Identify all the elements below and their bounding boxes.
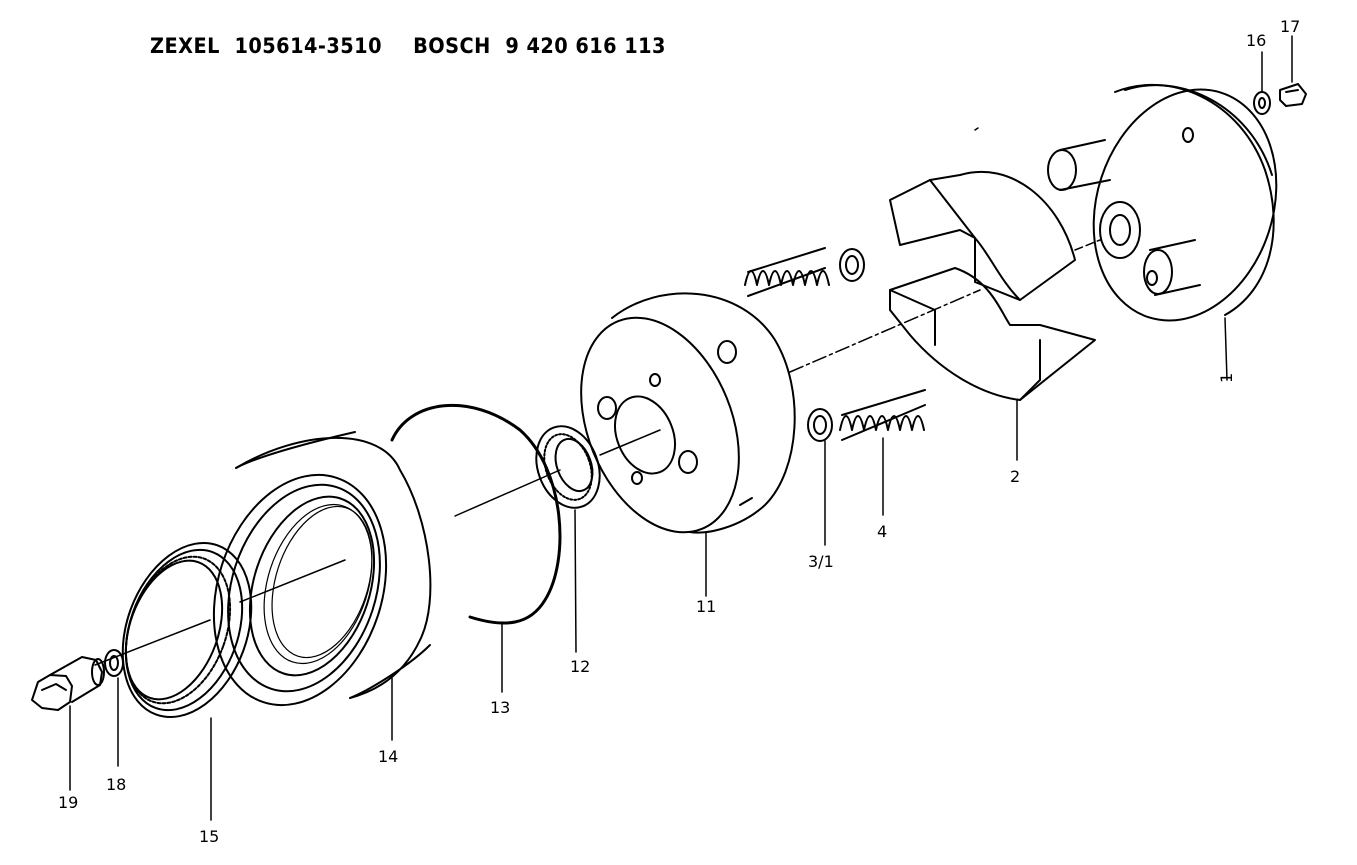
label-part-15: 15 [199, 827, 219, 846]
label-part-16: 16 [1246, 31, 1266, 50]
part-4-spring-lower [839, 389, 926, 441]
leader-lines [69, 35, 1293, 821]
callout-labels: 1 2 3/1 4 11 12 13 14 15 16 17 18 19 [58, 17, 1300, 846]
header-zexel-number: 105614-3510 [234, 34, 382, 58]
label-part-2: 2 [1010, 467, 1020, 486]
part-19-bolt [31, 656, 105, 711]
part-3-1-washer-lower [807, 408, 833, 442]
part-1-flange [1047, 83, 1278, 322]
header-brand-zexel: ZEXEL [150, 34, 220, 58]
label-part-11: 11 [696, 597, 716, 616]
label-part-12: 12 [570, 657, 590, 676]
label-part-1: 1 [1217, 373, 1236, 383]
label-part-19: 19 [58, 793, 78, 812]
part-2-flyweights [889, 170, 1096, 401]
label-part-3-1: 3/1 [808, 552, 834, 571]
part-12-bearing [535, 425, 601, 509]
label-part-18: 18 [106, 775, 126, 794]
header-brand-bosch: BOSCH [413, 34, 491, 58]
part-16-washer [1253, 91, 1271, 115]
label-part-17: 17 [1280, 17, 1300, 36]
part-11-timer-hub [580, 292, 796, 534]
header-bosch-number: 9 420 616 113 [505, 34, 666, 58]
label-part-4: 4 [877, 522, 887, 541]
label-part-13: 13 [490, 698, 510, 717]
part-17-screw [1279, 83, 1307, 107]
label-part-14: 14 [378, 747, 398, 766]
part-14-housing [212, 431, 432, 707]
part-4-spring-upper [744, 247, 830, 297]
part-15-seal-ring [121, 541, 253, 719]
part-13-snap-ring [390, 403, 562, 625]
part-3-1-washer-upper [839, 248, 865, 282]
drawing-header: ZEXEL 105614-3510 BOSCH 9 420 616 113 [150, 34, 690, 58]
center-axis [94, 127, 1101, 666]
part-18-washer [104, 649, 124, 677]
